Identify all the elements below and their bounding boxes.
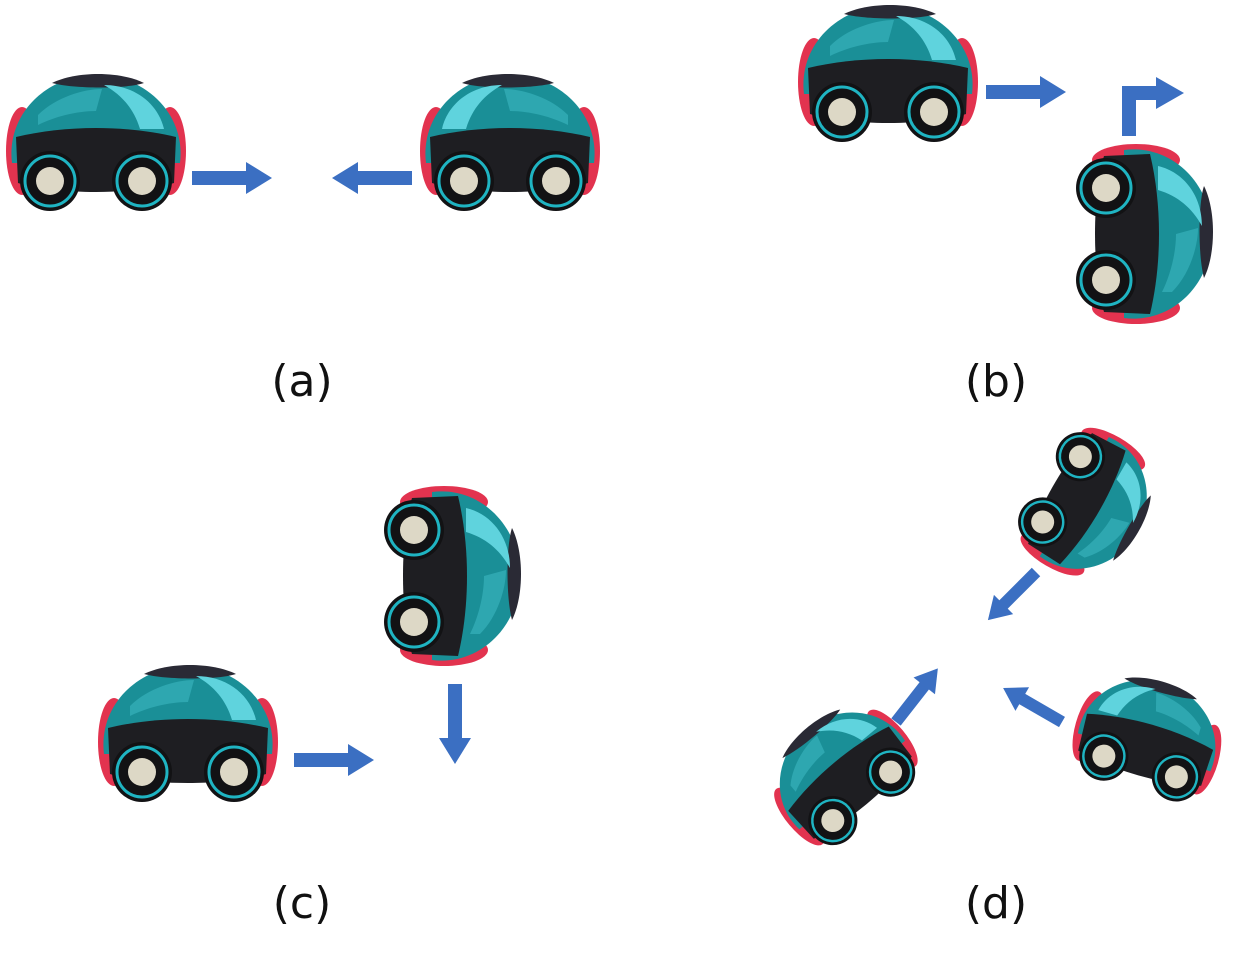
panel-c: (c): [96, 484, 523, 929]
arrow-right-icon: [986, 76, 1066, 108]
panel-a-caption: (a): [271, 356, 332, 407]
arrow-right-icon: [294, 744, 374, 776]
panel-c-caption: (c): [273, 878, 332, 929]
panel-d-caption: (d): [965, 878, 1027, 929]
car-icon: [1002, 411, 1176, 599]
car-icon: [4, 72, 188, 213]
car-icon: [1074, 142, 1215, 326]
panel-a: (a): [4, 72, 602, 407]
turn-right-arrow-icon: [1122, 77, 1184, 136]
arrow-left-icon: [332, 162, 412, 194]
car-icon: [1061, 660, 1236, 812]
panel-d: (d): [747, 411, 1236, 929]
panel-b: (b): [796, 3, 1215, 407]
car-icon: [796, 3, 980, 144]
arrow-down-left-icon: [978, 562, 1046, 630]
car-icon: [382, 484, 523, 668]
arrow-right-icon: [192, 162, 272, 194]
car-icon: [418, 72, 602, 213]
arrow-up-right-icon: [885, 660, 949, 731]
arrow-down-icon: [439, 684, 471, 764]
car-icon: [96, 663, 280, 804]
arrow-up-left-icon: [996, 676, 1069, 734]
panel-b-caption: (b): [965, 356, 1027, 407]
